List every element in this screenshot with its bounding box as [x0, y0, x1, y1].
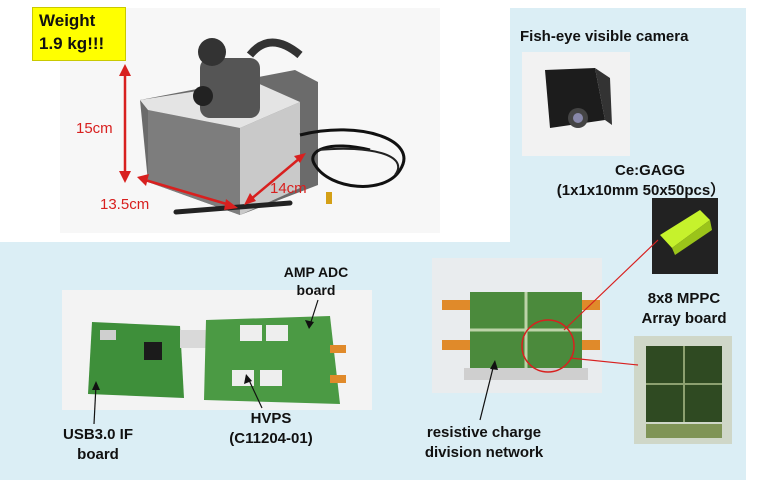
weight-badge: Weight 1.9 kg!!! [32, 7, 126, 61]
usb-connector [326, 192, 332, 204]
usb-label-line2: board [77, 446, 119, 463]
crystal-label-line1: Ce:GAGG [614, 162, 685, 179]
weight-line1: Weight [39, 11, 96, 30]
mppc-array-photo [634, 336, 732, 444]
dim-depth-label: 14cm [270, 180, 307, 197]
dimension-arrows [119, 64, 306, 210]
hvps-label-line1: HVPS [250, 410, 292, 427]
weight-line2: 1.9 kg!!! [39, 34, 105, 53]
dim-width-label: 13.5cm [100, 196, 150, 213]
dim-height-label: 15cm [76, 120, 113, 137]
usb-label-line1: USB3.0 IF [62, 426, 134, 443]
leader-crystal [563, 239, 659, 331]
resistive-network-photo [432, 258, 602, 393]
hvps-label-line2: (C11204-01) [229, 430, 313, 447]
mppc-label-line2: Array board [641, 310, 727, 327]
resistive-label-line2: division network [424, 444, 544, 461]
board-pointers [92, 299, 498, 425]
mppc-label-line1: 8x8 MPPC [647, 290, 721, 307]
amp-adc-label-line2: board [296, 282, 336, 298]
crystal-label-line2: (1x1x10mm 50x50pcs） [556, 182, 726, 199]
fisheye-camera-photo [522, 52, 630, 156]
resistive-label-line1: resistive charge [426, 424, 542, 441]
leader-mppc [569, 357, 639, 366]
amp-adc-label-line1: AMP ADC [283, 264, 349, 280]
camera-label: Fish-eye visible camera [520, 28, 689, 45]
electronics-boards-photo [62, 290, 372, 410]
gagg-crystal-photo [652, 198, 718, 274]
